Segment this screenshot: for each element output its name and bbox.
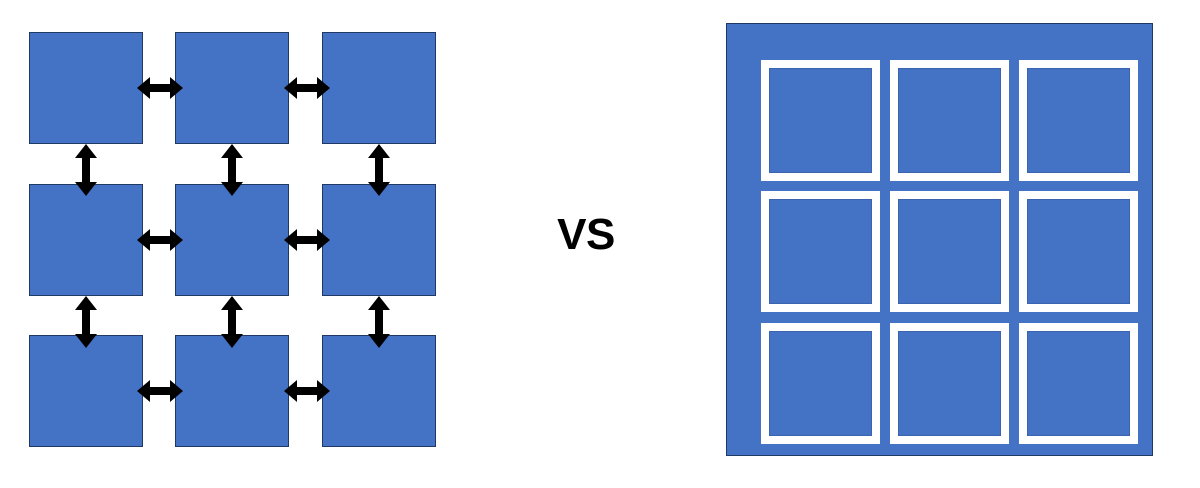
monolithic-cell-r3c3 (1019, 323, 1138, 444)
separated-block-r2c1 (29, 184, 143, 296)
separated-block-r3c1 (29, 335, 143, 447)
double-arrow-horizontal-icon (284, 227, 330, 253)
comparison-label: VS (557, 210, 615, 259)
monolithic-cell-r2c3 (1019, 191, 1138, 312)
separated-block-r1c1 (29, 32, 143, 144)
monolithic-cell-r2c2 (890, 191, 1009, 312)
double-arrow-vertical-icon (219, 296, 245, 348)
double-arrow-horizontal-icon (284, 378, 330, 404)
double-arrow-vertical-icon (366, 296, 392, 348)
separated-block-r3c3 (322, 335, 436, 447)
double-arrow-vertical-icon (366, 144, 392, 196)
monolithic-cell-r1c1 (761, 60, 880, 181)
separated-block-r2c3 (322, 184, 436, 296)
double-arrow-vertical-icon (73, 144, 99, 196)
double-arrow-horizontal-icon (137, 75, 183, 101)
double-arrow-horizontal-icon (137, 378, 183, 404)
double-arrow-horizontal-icon (137, 227, 183, 253)
monolithic-cell-r2c1 (761, 191, 880, 312)
monolithic-cell-r1c2 (890, 60, 1009, 181)
separated-block-r1c3 (322, 32, 436, 144)
monolithic-block-diagram (726, 23, 1153, 456)
double-arrow-vertical-icon (219, 144, 245, 196)
monolithic-cell-r3c1 (761, 323, 880, 444)
double-arrow-vertical-icon (73, 296, 99, 348)
double-arrow-horizontal-icon (284, 75, 330, 101)
separated-block-r2c2 (175, 184, 289, 296)
monolithic-cell-r3c2 (890, 323, 1009, 444)
separated-block-r1c2 (175, 32, 289, 144)
separated-block-r3c2 (175, 335, 289, 447)
separated-blocks-diagram (29, 32, 436, 447)
monolithic-cell-r1c3 (1019, 60, 1138, 181)
